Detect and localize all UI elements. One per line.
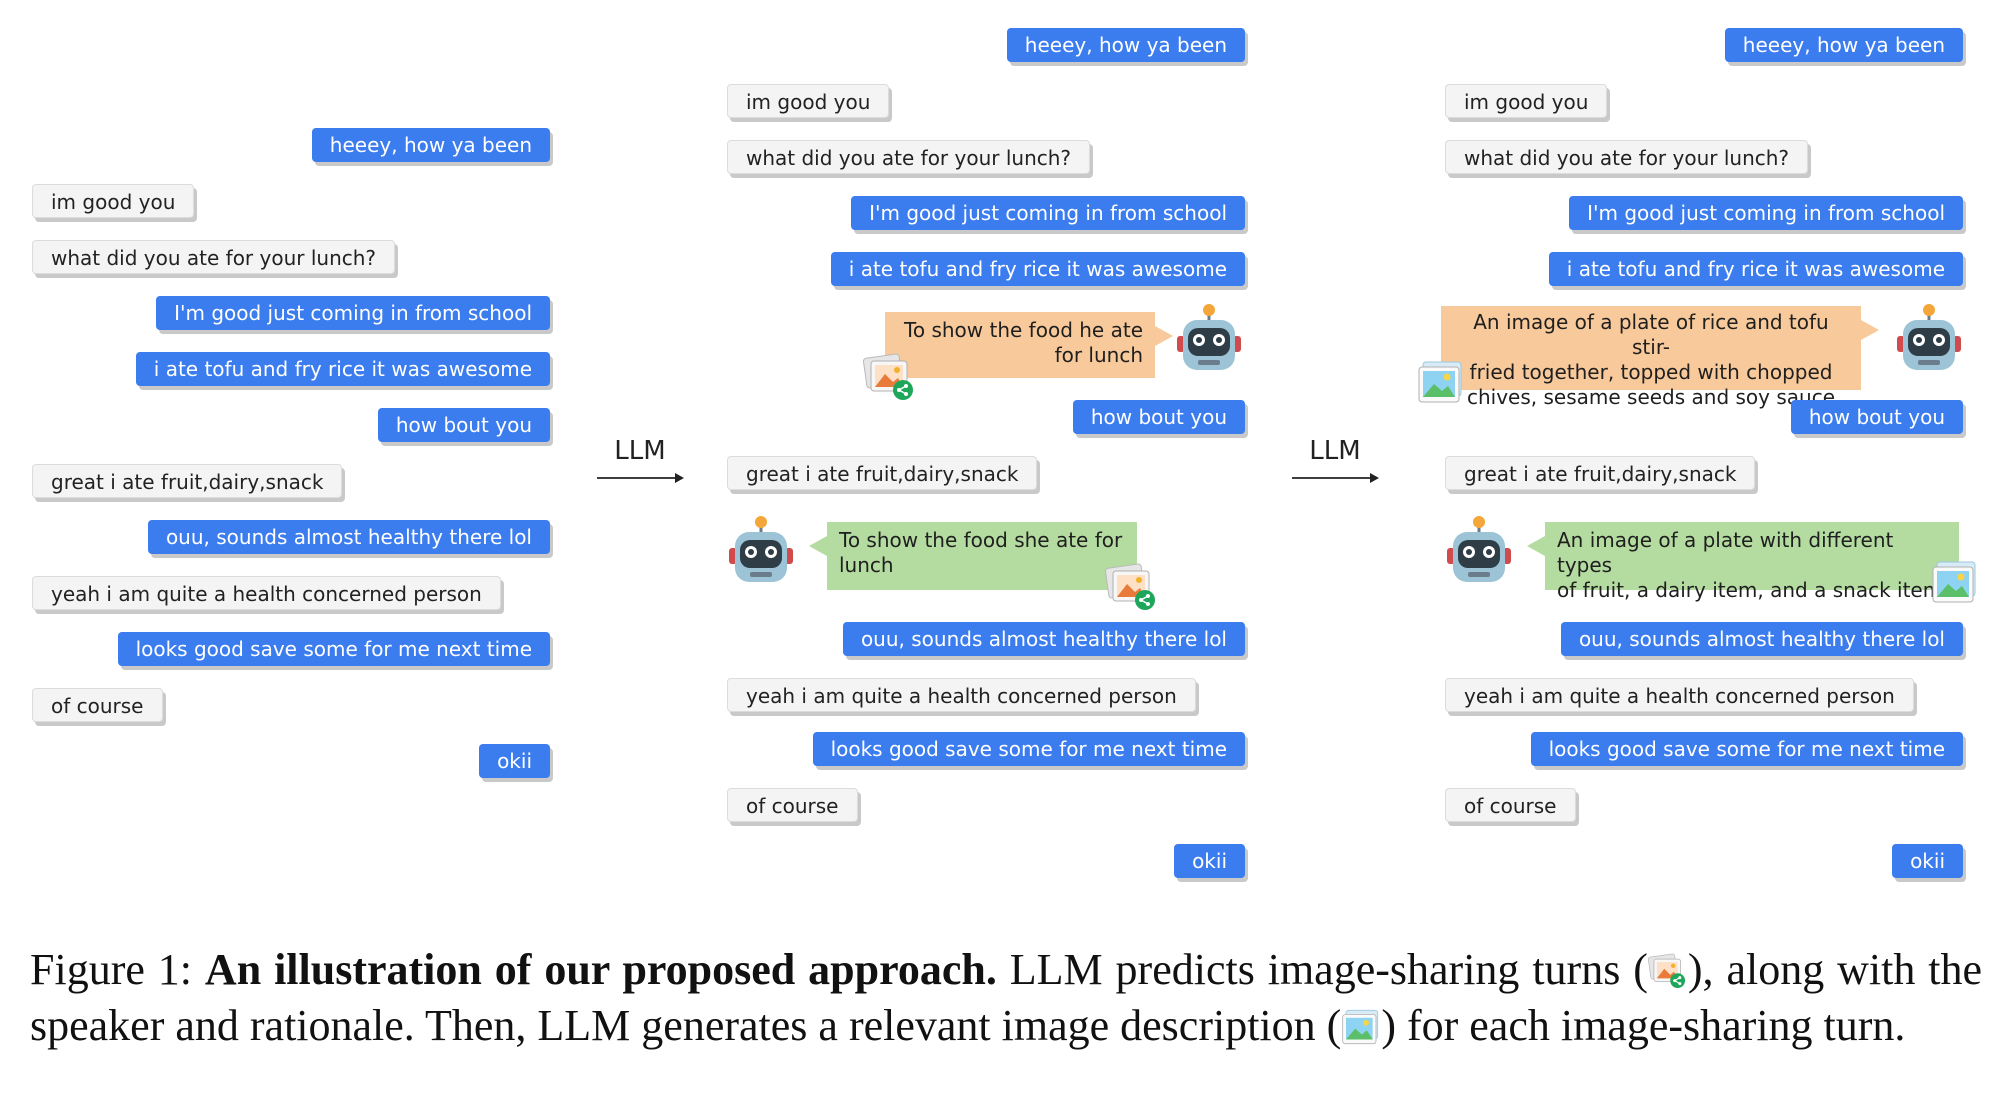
rationale-note-speaker-a: To show the food he ate for lunch bbox=[885, 312, 1173, 378]
caption-bold-title: An illustration of our proposed approach… bbox=[204, 945, 997, 994]
chat-bubble-user: ouu, sounds almost healthy there lol bbox=[842, 622, 1245, 656]
caption-text: LLM predicts image-sharing turns ( bbox=[996, 945, 1648, 994]
description-text-line: An image of a plate with different types bbox=[1557, 528, 1894, 577]
rationale-text-line: To show the food he ate bbox=[904, 318, 1143, 342]
chat-bubble-user: I'm good just coming in from school bbox=[851, 196, 1245, 230]
description-text-line: An image of a plate of rice and tofu sti… bbox=[1473, 310, 1829, 359]
chat-bubble-partner: what did you ate for your lunch? bbox=[727, 140, 1091, 174]
caption-prefix: Figure 1: bbox=[30, 945, 205, 994]
chat-bubble-user: ouu, sounds almost healthy there lol bbox=[147, 520, 550, 554]
chat-bubble-user: ouu, sounds almost healthy there lol bbox=[1560, 622, 1963, 656]
arrow-label: LLM bbox=[1309, 436, 1361, 466]
chat-bubble-partner: of course bbox=[727, 788, 858, 822]
chat-bubble-user: I'm good just coming in from school bbox=[156, 296, 550, 330]
chat-bubble-partner: yeah i am quite a health concerned perso… bbox=[727, 678, 1196, 712]
arrow-label: LLM bbox=[614, 436, 666, 466]
chat-bubble-partner: great i ate fruit,dairy,snack bbox=[1445, 456, 1756, 490]
caption-text: ), along with the speaker and rationale.… bbox=[30, 945, 1982, 1050]
image-share-icon bbox=[1105, 562, 1159, 612]
chat-bubble-partner: of course bbox=[32, 688, 163, 722]
robot-icon bbox=[727, 514, 795, 586]
chat-bubble-user: how bout you bbox=[1072, 400, 1245, 434]
chat-bubble-user: I'm good just coming in from school bbox=[1569, 196, 1963, 230]
chat-bubble-user: how bout you bbox=[377, 408, 550, 442]
chat-bubble-partner: yeah i am quite a health concerned perso… bbox=[32, 576, 501, 610]
chat-bubble-user: heeey, how ya been bbox=[1006, 28, 1245, 62]
chat-bubble-user: okii bbox=[1892, 844, 1963, 878]
chat-bubble-partner: great i ate fruit,dairy,snack bbox=[727, 456, 1038, 490]
image-share-icon bbox=[863, 352, 917, 402]
rationale-note-speaker-b: To show the food she ate for lunch bbox=[809, 522, 1137, 590]
description-text-line: of fruit, a dairy item, and a snack item bbox=[1557, 578, 1943, 602]
image-icon bbox=[1417, 360, 1465, 404]
description-text-line: chives, sesame seeds and soy sauce bbox=[1466, 385, 1836, 409]
rationale-dialogue-panel: heeey, how ya been im good you what did … bbox=[715, 0, 1245, 900]
chat-bubble-partner: great i ate fruit,dairy,snack bbox=[32, 464, 343, 498]
robot-icon bbox=[1895, 302, 1963, 374]
chat-bubble-user: looks good save some for me next time bbox=[117, 632, 550, 666]
image-icon bbox=[1931, 560, 1979, 604]
chat-bubble-user: i ate tofu and fry rice it was awesome bbox=[135, 352, 550, 386]
llm-arrow-2: LLM bbox=[1290, 436, 1380, 496]
chat-bubble-user: heeey, how ya been bbox=[311, 128, 550, 162]
chat-bubble-user: i ate tofu and fry rice it was awesome bbox=[1548, 252, 1963, 286]
chat-bubble-partner: yeah i am quite a health concerned perso… bbox=[1445, 678, 1914, 712]
original-dialogue-panel: heeey, how ya been im good you what did … bbox=[20, 0, 550, 900]
chat-bubble-partner: im good you bbox=[1445, 84, 1608, 118]
chat-bubble-partner: what did you ate for your lunch? bbox=[32, 240, 396, 274]
description-text-line: fried together, topped with chopped bbox=[1469, 360, 1833, 384]
chat-bubble-user: looks good save some for me next time bbox=[1530, 732, 1963, 766]
chat-bubble-partner: of course bbox=[1445, 788, 1576, 822]
arrow-right-icon bbox=[597, 473, 684, 483]
chat-bubble-user: okii bbox=[1174, 844, 1245, 878]
llm-arrow-1: LLM bbox=[595, 436, 685, 496]
image-description-speaker-b: An image of a plate with different types… bbox=[1527, 522, 1959, 602]
image-description-speaker-a: An image of a plate of rice and tofu sti… bbox=[1441, 306, 1879, 409]
rationale-text-line: lunch bbox=[839, 553, 894, 577]
chat-bubble-user: i ate tofu and fry rice it was awesome bbox=[830, 252, 1245, 286]
image-share-icon bbox=[1648, 952, 1688, 990]
chat-bubble-partner: im good you bbox=[32, 184, 195, 218]
chat-bubble-user: how bout you bbox=[1790, 400, 1963, 434]
chat-bubble-user: okii bbox=[479, 744, 550, 778]
chat-bubble-user: heeey, how ya been bbox=[1724, 28, 1963, 62]
chat-bubble-partner: im good you bbox=[727, 84, 890, 118]
chat-bubble-user: looks good save some for me next time bbox=[812, 732, 1245, 766]
rationale-text-line: To show the food she ate for bbox=[839, 528, 1123, 552]
description-dialogue-panel: heeey, how ya been im good you what did … bbox=[1433, 0, 1963, 900]
arrow-right-icon bbox=[1292, 473, 1379, 483]
chat-bubble-partner: what did you ate for your lunch? bbox=[1445, 140, 1809, 174]
figure-caption: Figure 1: An illustration of our propose… bbox=[30, 942, 1982, 1054]
image-icon bbox=[1341, 1008, 1381, 1046]
robot-icon bbox=[1175, 302, 1243, 374]
caption-text: ) for each image-sharing turn. bbox=[1381, 1001, 1906, 1050]
rationale-text-line: for lunch bbox=[1054, 343, 1143, 367]
robot-icon bbox=[1445, 514, 1513, 586]
